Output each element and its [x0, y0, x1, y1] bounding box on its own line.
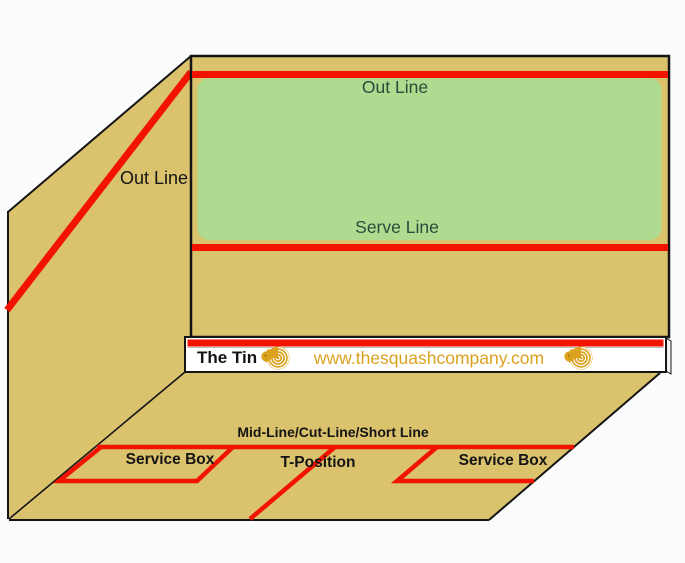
lion-icon — [261, 346, 290, 370]
side-wall-top-edge — [7, 55, 192, 213]
front-wall-serve-line-label: Serve Line — [355, 217, 439, 237]
floor-right-edge — [488, 372, 661, 521]
lion-icon — [564, 346, 593, 370]
tin-website-text: www.thesquashcompany.com — [313, 348, 544, 368]
half-court-line — [248, 445, 337, 521]
mid-line-label: Mid-Line/Cut-Line/Short Line — [237, 424, 429, 440]
service-box-right-outline — [390, 445, 534, 484]
side-wall-out-line-label: Out Line — [120, 168, 188, 188]
t-position-label: T-Position — [281, 454, 356, 471]
front-wall-play-area — [197, 78, 662, 240]
tin-line — [187, 339, 664, 347]
side-wall — [8, 56, 191, 520]
tin-label: The Tin — [197, 348, 257, 367]
side-wall-out-line — [4, 69, 194, 313]
front-wall-out-line-label: Out Line — [362, 77, 428, 97]
service-box-left-label: Service Box — [126, 451, 215, 468]
service-box-right-label: Service Box — [459, 452, 548, 469]
service-box-left-outline — [52, 445, 235, 484]
